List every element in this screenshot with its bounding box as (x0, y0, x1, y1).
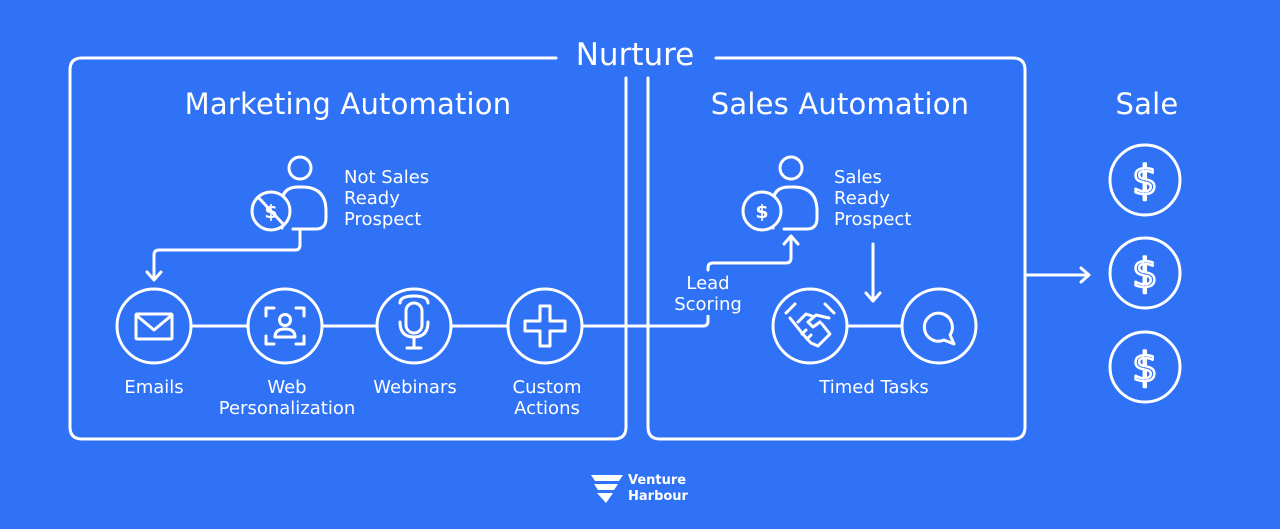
dollar-icon: $ (1108, 236, 1182, 310)
sale-heading: Sale (1115, 87, 1179, 121)
plus-icon (506, 287, 584, 365)
timed-tasks-label: Timed Tasks (819, 377, 929, 398)
marketing-automation-heading: Marketing Automation (184, 87, 512, 121)
svg-text:$: $ (755, 201, 768, 223)
flow-arrow-to-emails (152, 228, 302, 280)
nurture-frame-left (68, 56, 628, 441)
envelope-icon (115, 287, 193, 365)
brand-name: Venture Harbour (628, 473, 688, 504)
sales-automation-heading: Sales Automation (710, 87, 970, 121)
dollar-icon: $ (1108, 143, 1182, 217)
flow-arrowhead-ready (782, 234, 800, 246)
face-scan-icon (246, 287, 324, 365)
flow-lead-scoring-up (706, 236, 793, 272)
chat-bubble-icon (900, 287, 978, 365)
microphone-icon (375, 287, 453, 365)
flow-arrowhead-sale (1079, 266, 1091, 284)
not-ready-prospect-label: Not Sales Ready Prospect (344, 167, 430, 230)
emails-label: Emails (124, 377, 184, 398)
flow-arrowhead-emails (145, 270, 163, 282)
custom-actions-label: Custom Actions (512, 377, 582, 419)
svg-text:$: $ (264, 201, 277, 223)
ready-prospect-label: Sales Ready Prospect (834, 167, 912, 230)
not-ready-prospect-icon: $ (250, 155, 328, 232)
webinars-label: Webinars (373, 377, 457, 398)
ready-prospect-icon: $ (741, 155, 819, 232)
venture-harbour-logo-icon (591, 475, 623, 503)
handshake-icon (771, 287, 849, 365)
flow-arrowhead-down (864, 291, 882, 303)
svg-text:$: $ (1132, 251, 1157, 297)
nurture-frame-right (646, 56, 1027, 441)
lead-scoring-label: Lead Scoring (672, 273, 744, 315)
page-title: Nurture (575, 37, 695, 73)
dollar-icon: $ (1108, 330, 1182, 404)
svg-text:$: $ (1132, 158, 1157, 204)
flow-to-lead-scoring (580, 314, 710, 328)
svg-text:$: $ (1132, 345, 1157, 391)
web-personalization-label: Web Personalization (218, 377, 356, 419)
